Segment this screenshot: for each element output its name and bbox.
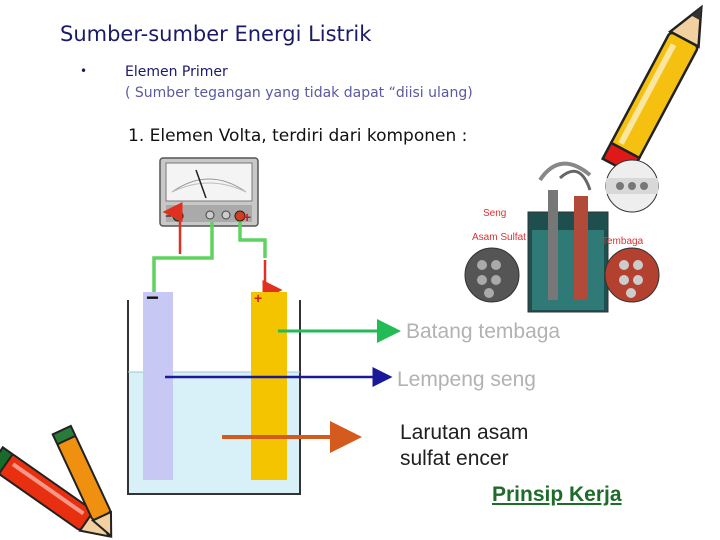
label-larutan: Larutan asam sulfat encer bbox=[400, 420, 528, 472]
prinsip-kerja-link[interactable]: Prinsip Kerja bbox=[492, 483, 622, 506]
voltmeter: − + bbox=[159, 157, 259, 227]
bullet-sub-text: ( Sumber tegangan yang tidak dapat “diis… bbox=[125, 85, 473, 101]
zinc-ions-circle bbox=[464, 247, 520, 303]
label-lempeng-seng: Lempeng seng bbox=[397, 368, 536, 391]
electron-flow-circle bbox=[605, 159, 659, 213]
cell-photo-diagram: Seng Asam Sulfat Tembaga bbox=[464, 159, 660, 313]
slide-title: Sumber-sumber Energi Listrik bbox=[60, 22, 372, 46]
label-larutan-line1: Larutan asam bbox=[400, 421, 529, 444]
voltmeter-plus-sign: + bbox=[243, 209, 251, 225]
wire-positive bbox=[238, 222, 267, 258]
wire-negative bbox=[152, 222, 214, 292]
cell-copper-rod bbox=[574, 196, 588, 300]
voltmeter-minus-sign: − bbox=[165, 208, 174, 225]
label-asam-sulfat: Asam Sulfat bbox=[472, 232, 526, 243]
label-seng: Seng bbox=[483, 208, 506, 219]
pencil-bottom-left-2-icon bbox=[51, 424, 113, 539]
pencil-top-right-icon bbox=[600, 4, 703, 176]
sub-heading: 1. Elemen Volta, terdiri dari komponen : bbox=[128, 126, 468, 146]
copper-plus-sign: + bbox=[254, 290, 262, 306]
label-tembaga-small: Tembaga bbox=[602, 236, 644, 247]
label-larutan-line2: sulfat encer bbox=[400, 447, 509, 470]
copper-plate bbox=[251, 292, 287, 480]
zinc-plate bbox=[143, 292, 173, 480]
bullet-marker: • bbox=[80, 64, 88, 78]
cell-zinc-rod bbox=[548, 190, 558, 300]
label-batang-tembaga: Batang tembaga bbox=[406, 320, 561, 343]
copper-ions-circle bbox=[604, 247, 660, 303]
zinc-minus-sign: − bbox=[146, 285, 159, 310]
voltmeter-needle bbox=[195, 169, 207, 199]
bullet-main-text: Elemen Primer bbox=[125, 64, 228, 80]
